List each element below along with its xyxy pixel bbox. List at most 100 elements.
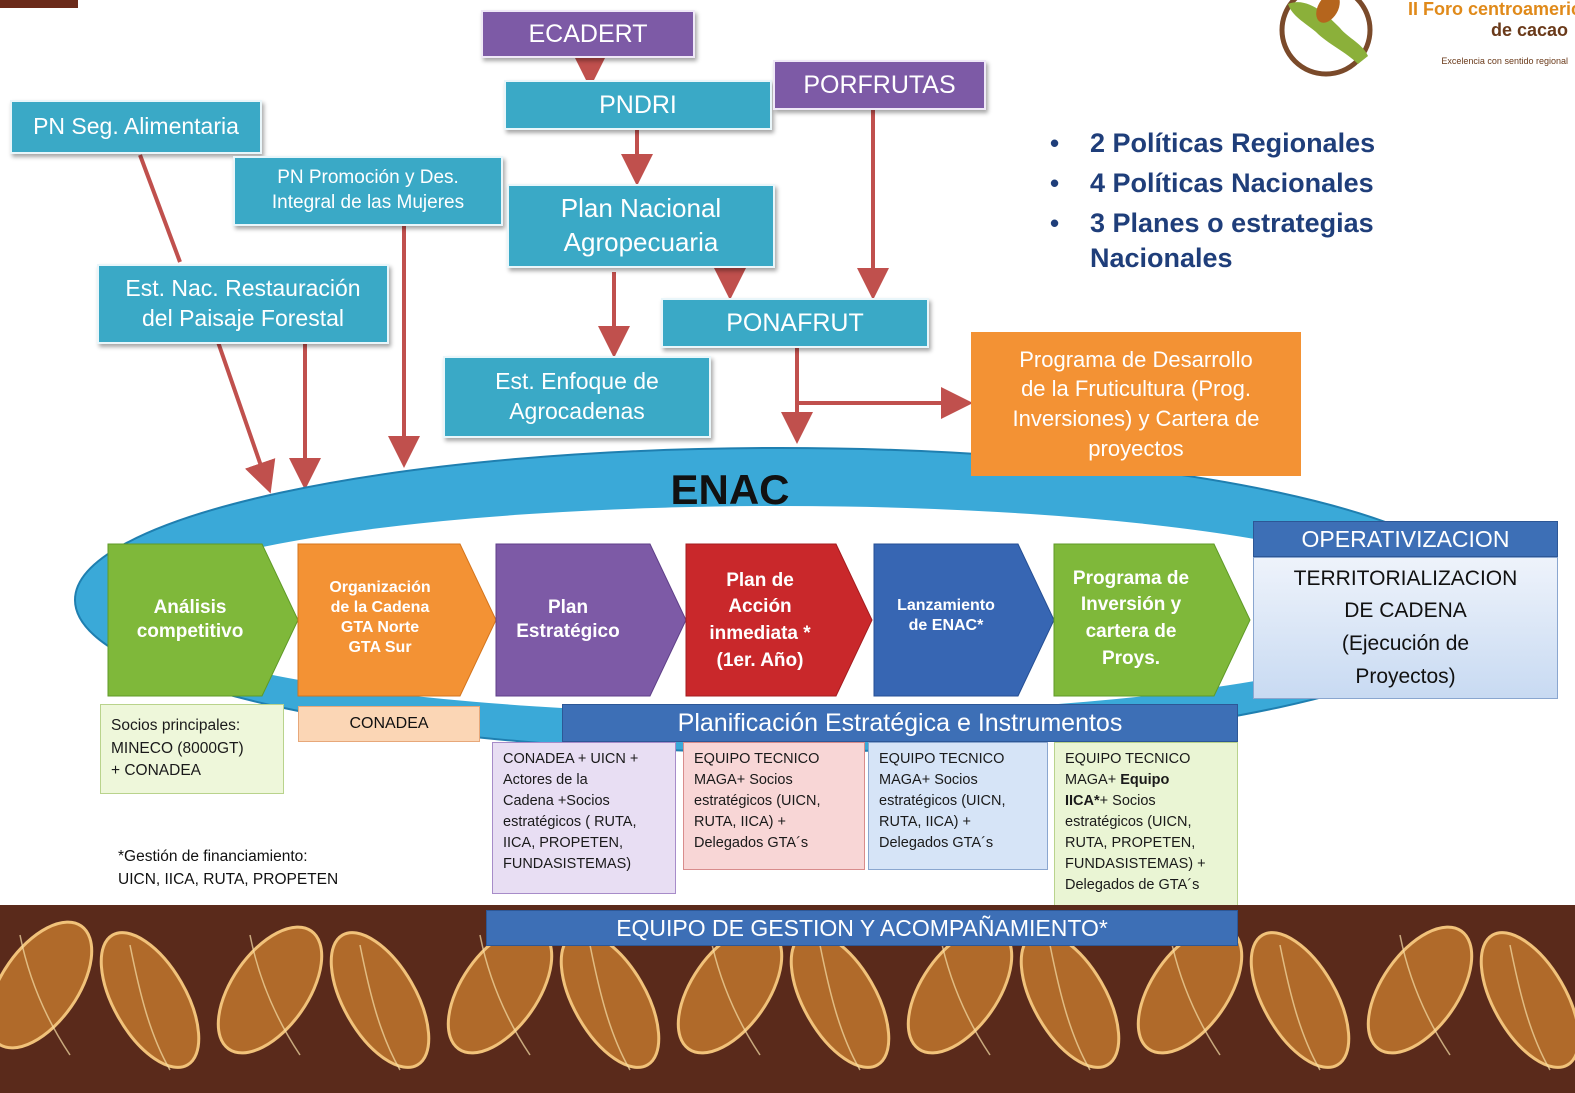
chevron-text: competitivo xyxy=(136,621,244,642)
logo: II Foro centroamericano de cacao Excelen… xyxy=(1268,0,1575,82)
equipo-gestion-bar: EQUIPO DE GESTION Y ACOMPAÑAMIENTO* xyxy=(486,910,1238,946)
detail-line: MAGA+ Equipo xyxy=(1065,772,1170,789)
est-enfoque-line2: Agrocadenas xyxy=(509,398,645,424)
chevron-organizacion-label: Organización de la Cadena GTA Norte GTA … xyxy=(300,566,460,670)
bullet-text: 4 Políticas Nacionales xyxy=(1090,168,1374,198)
pndri-box: PNDRI xyxy=(504,80,772,130)
chevron-plan-estrategico-label: Plan Estratégico xyxy=(498,580,638,660)
chevron-plan-accion-label: Plan de Acción inmediata * (1er. Año) xyxy=(688,560,832,682)
chevron-organizacion xyxy=(297,543,497,697)
bullet-text: 3 Planes o estrategias xyxy=(1090,208,1374,238)
chevron-plan-estrategico xyxy=(495,543,687,697)
socios-line3: + CONADEA xyxy=(111,762,202,780)
detail-box-conadea: CONADEA + UICN + Actores de la Cadena +S… xyxy=(492,742,676,894)
chevron-lanzamiento-label: Lanzamiento de ENAC* xyxy=(876,586,1016,646)
chevron-text: Organización xyxy=(329,579,431,596)
programa-fruti-line4: proyectos xyxy=(1088,435,1184,461)
chevron-text: inmediata * xyxy=(709,623,811,644)
plan-nacional-line1: Plan Nacional xyxy=(560,193,722,224)
arrow-pnseg-enac xyxy=(138,154,182,263)
operativizacion-box: TERRITORIALIZACION DE CADENA (Ejecución … xyxy=(1253,557,1558,699)
programa-fruticultura-box: Programa de Desarrollo de la Fruticultur… xyxy=(971,332,1301,476)
chevron-plan-accion xyxy=(685,543,873,697)
gestion-note-line1: *Gestión de financiamiento: xyxy=(118,848,308,865)
chevron-text: Inversión y xyxy=(1080,594,1182,616)
chevron-text: de ENAC* xyxy=(908,617,984,634)
chevron-text: GTA Sur xyxy=(348,639,412,656)
pn-mujeres-line2: Integral de las Mujeres xyxy=(271,192,465,213)
gestion-note-line2: UICN, IICA, RUTA, PROPETEN xyxy=(118,871,339,889)
chevron-text: GTA Norte xyxy=(340,619,420,636)
plan-nacional-line2: Agropecuaria xyxy=(563,227,719,257)
est-nac-box: Est. Nac. Restauración del Paisaje Fores… xyxy=(97,264,389,344)
bullet-item: • 3 Planes o estrategias xyxy=(1050,208,1470,239)
detail-line: FUNDASISTEMAS) xyxy=(503,856,632,873)
chevron-text: de la Cadena xyxy=(330,599,430,616)
chevron-text: Análisis xyxy=(153,597,227,619)
pn-seg-box: PN Seg. Alimentaria xyxy=(10,100,262,154)
operativizacion-line4: Proyectos) xyxy=(1355,664,1456,688)
detail-line: estratégicos ( RUTA, xyxy=(503,814,637,831)
detail-line: RUTA, PROPETEN, xyxy=(1065,835,1196,852)
pn-mujeres-box: PN Promoción y Des. Integral de las Muje… xyxy=(233,156,503,226)
chevron-analisis-label: Análisis competitivo xyxy=(110,580,270,660)
detail-line: RUTA, IICA) + xyxy=(879,814,971,831)
detail-box-equipo-red: EQUIPO TECNICO MAGA+ Socios estratégicos… xyxy=(683,742,865,870)
cacao-pod-icon xyxy=(0,920,1575,1071)
socios-line2: MINECO (8000GT) xyxy=(111,739,244,757)
programa-fruti-line1: Programa de Desarrollo xyxy=(1019,346,1253,372)
est-enfoque-line1: Est. Enfoque de xyxy=(495,368,659,395)
detail-line: estratégicos (UICN, xyxy=(694,793,821,810)
programa-fruti-line3: Inversiones) y Cartera de xyxy=(1012,406,1260,431)
logo-emblem-icon xyxy=(1279,0,1373,77)
detail-line: estratégicos (UICN, xyxy=(879,793,1006,810)
corner-accent xyxy=(0,0,78,8)
plan-nacional-box: Plan Nacional Agropecuaria xyxy=(507,184,775,268)
bullet-text: Nacionales xyxy=(1090,243,1233,273)
chevron-programa-label: Programa de Inversión y cartera de Proys… xyxy=(1056,560,1206,678)
conadea-box: CONADEA xyxy=(298,706,480,742)
detail-line: MAGA+ Socios xyxy=(879,772,978,789)
detail-line: MAGA+ Socios xyxy=(694,772,793,789)
detail-line: IICA*+ Socios xyxy=(1065,793,1156,810)
chevron-programa-inversion xyxy=(1053,543,1251,697)
operativizacion-line1: TERRITORIALIZACION xyxy=(1293,566,1518,590)
pn-mujeres-line1: PN Promoción y Des. xyxy=(277,167,459,189)
operativizacion-header: OPERATIVIZACION xyxy=(1253,521,1558,557)
chevron-text: Acción xyxy=(728,596,792,618)
detail-line: CONADEA + UICN + xyxy=(503,751,639,767)
bullet-dot-icon: • xyxy=(1050,208,1060,238)
planificacion-bar: Planificación Estratégica e Instrumentos xyxy=(562,704,1238,742)
enac-title: ENAC xyxy=(670,466,790,513)
gestion-note: *Gestión de financiamiento: UICN, IICA, … xyxy=(118,845,418,892)
socios-box: Socios principales: MINECO (8000GT) + CO… xyxy=(100,704,284,794)
bullet-dot-icon: • xyxy=(1050,168,1060,198)
detail-box-equipo-green: EQUIPO TECNICO MAGA+ Equipo IICA*+ Socio… xyxy=(1054,742,1238,912)
chevron-analisis xyxy=(107,543,299,697)
detail-line: EQUIPO TECNICO xyxy=(879,751,1005,767)
est-enfoque-box: Est. Enfoque de Agrocadenas xyxy=(443,356,711,438)
chevron-text: Plan xyxy=(547,597,589,619)
detail-line: IICA, PROPETEN, xyxy=(503,835,624,852)
est-nac-line2: del Paisaje Forestal xyxy=(142,305,344,331)
detail-box-equipo-blue: EQUIPO TECNICO MAGA+ Socios estratégicos… xyxy=(868,742,1048,870)
detail-line: Actores de la xyxy=(503,772,588,789)
detail-line: Delegados de GTA´s xyxy=(1065,877,1200,894)
logo-line1: II Foro centroamericano xyxy=(1408,0,1575,19)
ecadert-box: ECADERT xyxy=(481,10,695,58)
chevron-text: Proys. xyxy=(1101,647,1161,669)
detail-line: Cadena +Socios xyxy=(503,793,610,810)
detail-line: FUNDASISTEMAS) + xyxy=(1065,856,1206,873)
est-nac-line1: Est. Nac. Restauración xyxy=(125,275,361,302)
summary-bullets: •2 Políticas Regionales •4 Políticas Nac… xyxy=(1050,128,1470,283)
operativizacion-line3: (Ejecución de xyxy=(1341,632,1470,655)
bullet-item-cont: Nacionales xyxy=(1050,243,1470,274)
operativizacion-line2: DE CADENA xyxy=(1344,599,1467,623)
logo-line2: de cacao xyxy=(1490,20,1568,40)
logo-tagline: Excelencia con sentido regional xyxy=(1441,56,1568,66)
detail-line: Delegados GTA´s xyxy=(879,835,994,852)
detail-line: Delegados GTA´s xyxy=(694,835,809,852)
detail-line: EQUIPO TECNICO xyxy=(694,751,820,767)
chevron-text: Lanzamiento xyxy=(897,597,995,614)
